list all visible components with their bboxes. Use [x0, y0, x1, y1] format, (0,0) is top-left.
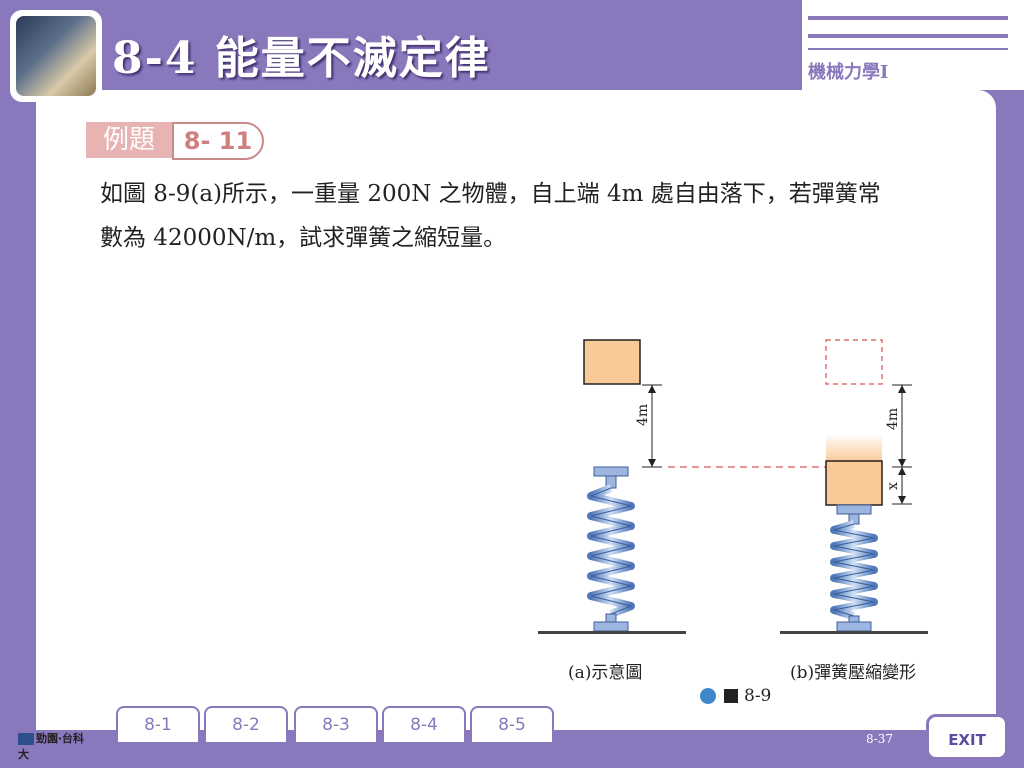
caption-b: (b)彈簧壓縮變形 — [790, 663, 917, 683]
spring-bottom-cap — [593, 621, 629, 632]
example-number: 8- 11 — [172, 122, 264, 160]
header-stripe — [808, 48, 1008, 50]
caption-a: (a)示意圖 — [568, 663, 643, 683]
height-label: 4m — [635, 404, 651, 426]
arrow-head — [648, 459, 656, 467]
spring-diagram: 4m 4m x — [538, 339, 928, 634]
nav-tab-8-1[interactable]: 8-1 — [116, 706, 200, 744]
motion-trail — [826, 434, 882, 462]
arrow-head — [898, 385, 906, 393]
figure-up-icon[interactable] — [700, 688, 716, 704]
initial-position-outline — [825, 339, 883, 385]
falling-block — [583, 339, 641, 385]
publisher-brand: 勁園‧台科大 — [18, 730, 90, 761]
nav-tab-8-2[interactable]: 8-2 — [204, 706, 288, 744]
compressed-block — [825, 460, 883, 506]
compression-label: x — [885, 482, 901, 490]
page-number: 8-37 — [866, 732, 893, 746]
spring-b-top-cap — [836, 504, 872, 515]
spring-top-cap — [593, 466, 629, 477]
chapter-logo — [10, 10, 102, 102]
figure-number: 8-9 — [744, 686, 772, 706]
spring-b-coil — [830, 520, 878, 620]
spring-b-bottom-stem — [848, 615, 860, 623]
arrow-head — [648, 385, 656, 393]
title-bar — [12, 0, 802, 86]
arrow-head — [898, 496, 906, 504]
spring-b-bottom-cap — [836, 621, 872, 632]
nav-tab-8-5[interactable]: 8-5 — [470, 706, 554, 744]
arrow-head — [898, 467, 906, 475]
problem-line: 數為 42000N/m，試求彈簧之縮短量。 — [100, 225, 507, 251]
header-decoration — [802, 0, 1024, 90]
figure-icon — [724, 689, 738, 703]
problem-line: 如圖 8-9(a)所示，一重量 200N 之物體，自上端 4m 處自由落下，若彈… — [100, 181, 881, 207]
height-label-b: 4m — [885, 408, 901, 430]
figure-8-9: 4m 4m x (a)示意圖 (b)彈簧壓縮變形 — [530, 330, 950, 710]
example-label: 例題 — [86, 122, 172, 158]
header-stripe — [808, 16, 1008, 20]
spring-b-coil-outline — [833, 523, 875, 617]
publisher-logo-icon — [18, 733, 34, 745]
ground-b — [780, 631, 928, 634]
publisher-name: 勁園‧台科大 — [18, 732, 84, 761]
ground — [538, 631, 686, 634]
subject-name: 機械力學I — [808, 62, 889, 83]
nav-tab-8-3[interactable]: 8-3 — [294, 706, 378, 744]
arrow-head — [898, 459, 906, 467]
example-badge: 例題 8- 11 — [86, 122, 264, 160]
spring-coil-outline — [589, 487, 633, 615]
header-stripe — [808, 34, 1008, 38]
problem-statement: 如圖 8-9(a)所示，一重量 200N 之物體，自上端 4m 處自由落下，若彈… — [100, 172, 980, 260]
exit-button[interactable]: EXIT — [926, 714, 1008, 760]
chapter-photo — [16, 16, 96, 96]
right-frame — [996, 565, 1010, 715]
nav-tab-8-4[interactable]: 8-4 — [382, 706, 466, 744]
content-area — [36, 90, 996, 730]
spring-bottom-stem — [605, 613, 617, 623]
page-title: 8-4 能量不滅定律 — [112, 33, 491, 84]
